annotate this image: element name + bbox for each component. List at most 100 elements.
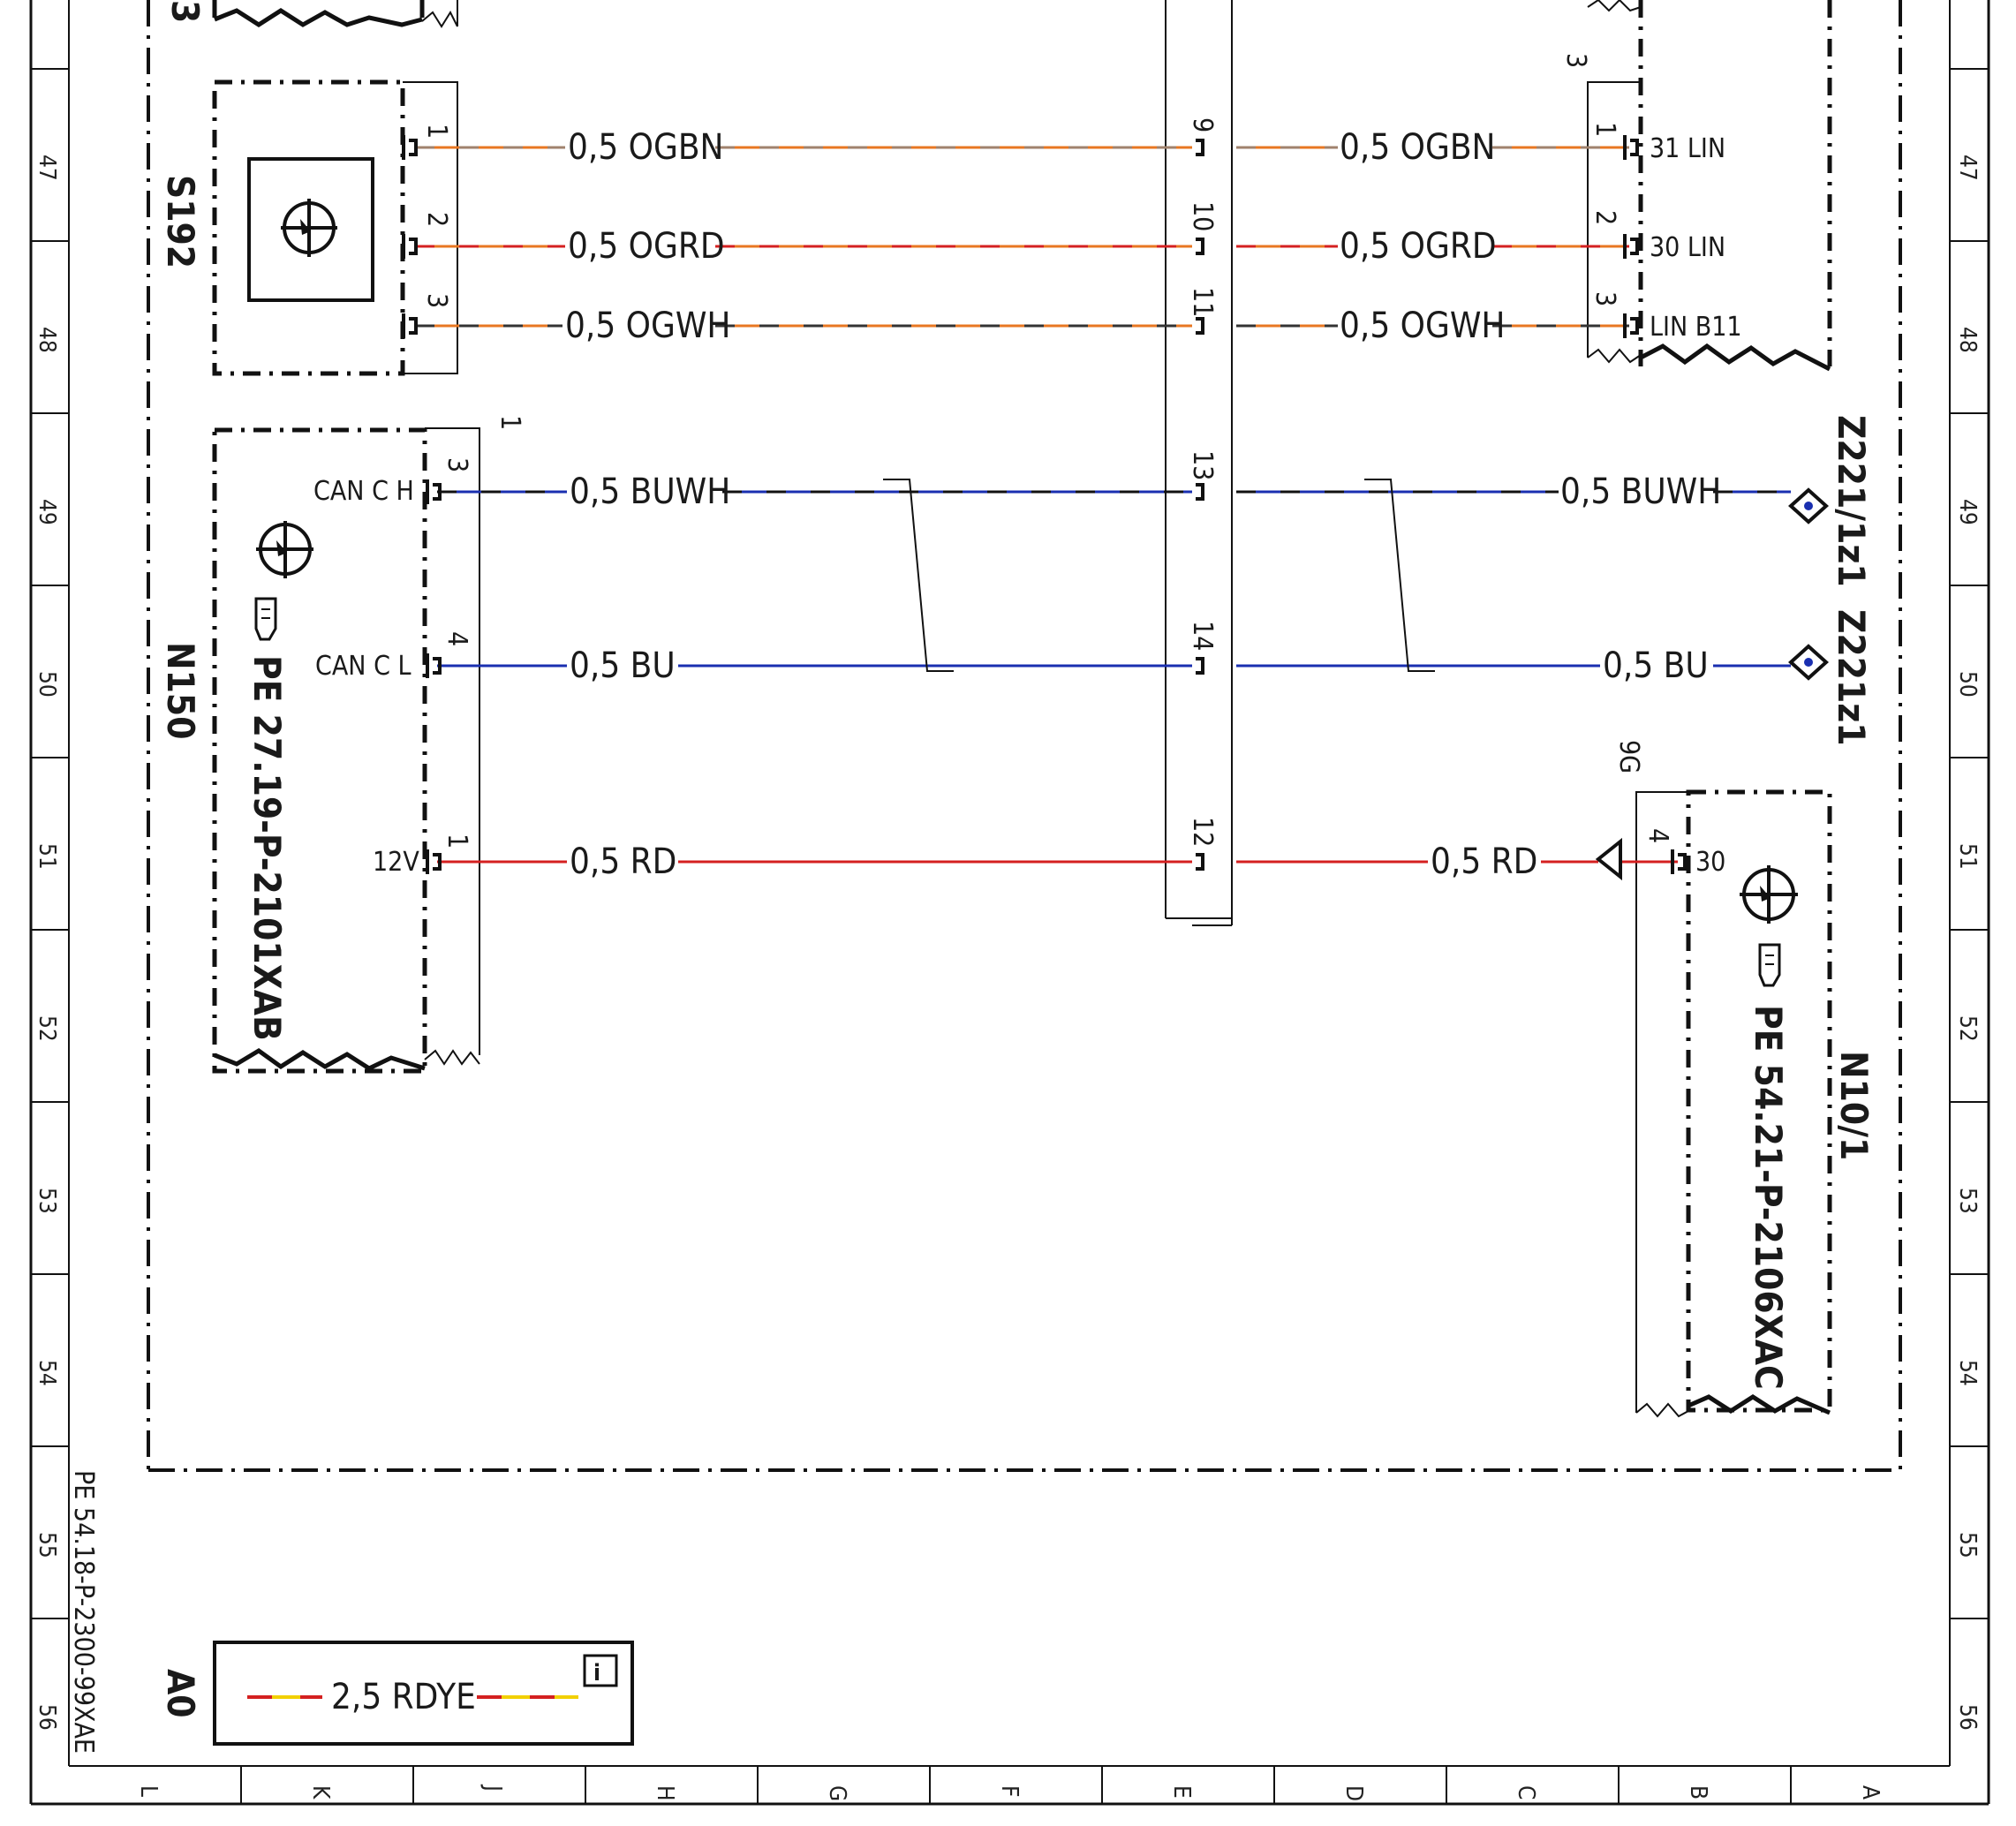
module-boundary [147, 0, 1902, 1472]
pin-terminal [409, 139, 418, 156]
right-module-pin-number: 1 [1589, 122, 1620, 137]
right-module-pin-name: 31 LIN [1650, 133, 1725, 164]
right-module-pin-number: 2 [1589, 210, 1620, 225]
row-label: 47 [34, 155, 60, 181]
wire-labels: 0,5 OGBN 0,5 OGBN 0,5 OGRD 0,5 OGRD 0,5 … [565, 127, 1721, 882]
component-s192: S192 [159, 79, 458, 376]
pin-symbols [402, 135, 1687, 874]
right-module-pin-number: 3 [1589, 291, 1620, 306]
pin-terminal [1630, 139, 1639, 156]
pointing-hand-icon [254, 597, 277, 641]
n10-1-doc-ref: PE 54.21-P-2106XAC [1747, 1005, 1790, 1390]
transistor-icon [281, 199, 337, 257]
n150-pin-name: CAN C L [315, 651, 412, 682]
component-n150: N150 PE 27.19-P-2101XAB 1 [159, 415, 525, 1074]
wire-label-ogrd-left: 0,5 OGRD [568, 226, 725, 267]
row-label: 49 [1954, 499, 1981, 525]
row-label: 55 [1954, 1532, 1981, 1558]
column-label: D [1340, 1785, 1367, 1801]
pin-terminal [1196, 317, 1204, 335]
column-label: K [307, 1785, 334, 1800]
row-label: 55 [34, 1532, 60, 1558]
column-label: C [1513, 1785, 1539, 1800]
connector-e [1165, 0, 1233, 926]
legend-ref-label: A0 [159, 1669, 202, 1718]
n150-doc-ref: PE 27.19-P-2101XAB [245, 655, 289, 1041]
row-label: 52 [34, 1015, 60, 1042]
svg-text:i: i [593, 1660, 600, 1686]
row-label: 54 [1954, 1360, 1981, 1386]
column-label: J [479, 1784, 506, 1792]
right-connector-number: 3 [1560, 53, 1591, 68]
column-label: G [824, 1785, 850, 1801]
pin-terminal [1630, 317, 1639, 335]
pin-labels: 1 2 3 CAN C H 3 CAN C L 4 12V 1 9 10 11 … [313, 117, 1742, 878]
legend-a0: A0 2,5 RDYE i [159, 1641, 634, 1746]
row-label: 50 [34, 671, 60, 698]
column-label: B [1685, 1785, 1711, 1800]
row-label: 48 [34, 327, 60, 353]
wire-label-buwh-left: 0,5 BUWH [570, 472, 730, 512]
column-labels: L K J H G F E D C B A [135, 1784, 1884, 1801]
wire-label-ogbn-right: 0,5 OGBN [1340, 127, 1495, 168]
wire-label-buwh-right: 0,5 BUWH [1560, 472, 1721, 512]
n150-pin-number: 1 [442, 834, 472, 849]
n150-pin-number: 4 [442, 631, 472, 646]
wire-label-bu-left: 0,5 BU [570, 645, 676, 686]
s192-pin-number: 3 [421, 293, 452, 308]
column-label: H [652, 1785, 678, 1801]
column-label: E [1168, 1785, 1195, 1799]
connector-e-pin-number: 9 [1187, 117, 1218, 132]
z221-1z1-label: Z221/1z1 [1830, 415, 1873, 587]
row-label: 53 [34, 1188, 60, 1214]
column-label: F [996, 1785, 1023, 1797]
wire-label-rd-right: 0,5 RD [1431, 841, 1537, 882]
arrow-symbol-icon [1595, 837, 1622, 881]
twisted-pair-markers [883, 479, 1435, 672]
pin-terminal [409, 317, 418, 335]
info-icon: i [583, 1654, 618, 1687]
row-label: 53 [1954, 1188, 1981, 1214]
s192-label: S192 [159, 175, 202, 268]
connector-e-pin-number: 12 [1187, 817, 1218, 847]
transistor-icon [256, 521, 313, 578]
row-label: 47 [1954, 155, 1981, 181]
wires [415, 146, 1791, 864]
splice-z221z1: Z221z1 [1788, 609, 1873, 746]
pin-terminal [1196, 853, 1204, 871]
n10-1-label: N10/1 [1832, 1051, 1876, 1160]
sheet-ref: PE 54.18-P-2300-99XAE [68, 1470, 99, 1754]
row-label: 51 [34, 843, 60, 870]
z221z1-label: Z221z1 [1830, 609, 1873, 746]
n10-1-pin-name: 30 [1695, 847, 1725, 878]
n150-pin-number: 3 [442, 457, 472, 472]
s192-pin-number: 2 [421, 212, 452, 227]
pin-terminal [1196, 483, 1204, 501]
row-label: 54 [34, 1360, 60, 1386]
component-right-module: 3 [1560, 0, 1832, 372]
pin-terminal [1196, 657, 1204, 675]
n10-1-connector-label: 9G [1613, 740, 1644, 773]
pin-terminal [433, 483, 442, 501]
n150-pin-name: 12V [373, 847, 419, 878]
row-label: 51 [1954, 843, 1981, 870]
n150-connector-number: 1 [495, 415, 525, 430]
row-label: 56 [1954, 1704, 1981, 1731]
n150-pin-name: CAN C H [313, 476, 414, 507]
connector-e-pin-number: 11 [1187, 287, 1218, 317]
right-module-pin-name: LIN B11 [1650, 312, 1742, 343]
right-module-pin-name: 30 LIN [1650, 232, 1725, 263]
connector-e-pin-number: 10 [1187, 201, 1218, 231]
column-label: A [1857, 1785, 1884, 1800]
partial-component-label: 3 [163, 0, 207, 23]
pin-terminal [1196, 139, 1204, 156]
connector-e-pin-number: 13 [1187, 450, 1218, 480]
row-labels-left: 47 48 49 50 51 52 53 54 55 56 [34, 155, 60, 1731]
wire-label-ogwh-left: 0,5 OGWH [565, 306, 731, 346]
wire-label-ogrd-right: 0,5 OGRD [1340, 226, 1497, 267]
wire-label-ogwh-right: 0,5 OGWH [1340, 306, 1506, 346]
pin-terminal [1196, 238, 1204, 255]
pointing-hand-icon [1758, 943, 1781, 987]
wire-label-bu-right: 0,5 BU [1603, 645, 1709, 686]
